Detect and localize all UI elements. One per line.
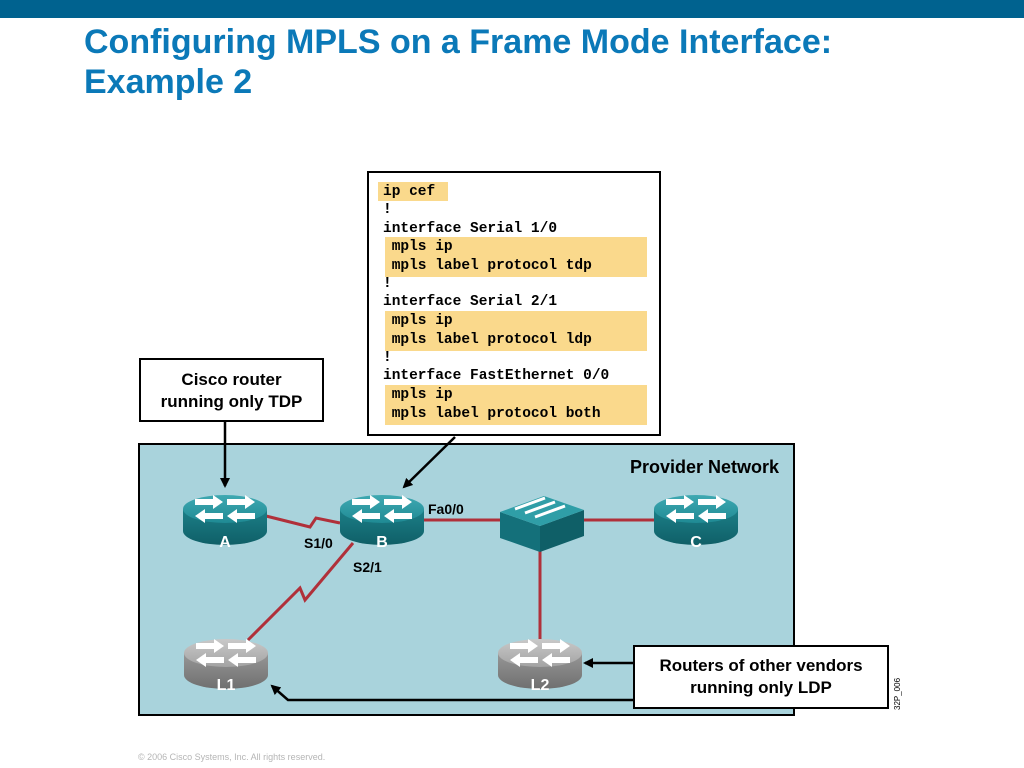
config-line: mpls ip bbox=[383, 313, 453, 329]
switch bbox=[500, 496, 584, 552]
slide-title-line-2: Example 2 bbox=[84, 63, 253, 101]
router-l1-label: L1 bbox=[217, 677, 236, 694]
config-line: mpls label protocol both bbox=[383, 406, 601, 422]
arrow-ldp-to-l1 bbox=[270, 684, 634, 702]
highlight-serial-1-0-block bbox=[385, 237, 647, 277]
highlight-serial-2-1-block bbox=[385, 311, 647, 351]
config-line: interface Serial 1/0 bbox=[383, 221, 558, 237]
router-l2: L2 bbox=[498, 639, 582, 694]
figure-id: 32P_006 bbox=[893, 677, 902, 710]
config-line: ! bbox=[383, 202, 392, 218]
config-line: ! bbox=[383, 350, 392, 366]
link-b-l1 bbox=[246, 542, 355, 642]
config-line: interface Serial 2/1 bbox=[383, 294, 558, 310]
router-a: A bbox=[183, 495, 267, 551]
slide-title: Configuring MPLS on a Frame Mode Interfa… bbox=[84, 22, 832, 102]
config-line: ! bbox=[383, 276, 392, 292]
router-c-label: C bbox=[690, 534, 702, 551]
router-b: B bbox=[340, 495, 424, 551]
interface-label-fa0-0: Fa0/0 bbox=[428, 501, 464, 517]
router-c: C bbox=[654, 495, 738, 551]
callout-ldp-line-1: Routers of other vendors bbox=[659, 656, 863, 675]
config-line: mpls label protocol ldp bbox=[383, 332, 592, 348]
router-l1: L1 bbox=[184, 639, 268, 694]
slide-title-line-1: Configuring MPLS on a Frame Mode Interfa… bbox=[84, 23, 833, 61]
callout-ldp-routers: Routers of other vendors running only LD… bbox=[633, 645, 889, 709]
top-bar bbox=[0, 0, 1024, 18]
highlight-fastethernet-block bbox=[385, 385, 647, 425]
interface-label-s1-0: S1/0 bbox=[304, 535, 333, 551]
router-b-label: B bbox=[376, 534, 388, 551]
callout-tdp-line-2: running only TDP bbox=[160, 392, 303, 411]
config-line: interface FastEthernet 0/0 bbox=[383, 368, 610, 384]
link-a-b bbox=[261, 513, 341, 529]
router-a-label: A bbox=[219, 534, 231, 551]
callout-ldp-line-2: running only LDP bbox=[690, 678, 832, 697]
config-line: mpls label protocol tdp bbox=[383, 258, 592, 274]
callout-tdp-router: Cisco router running only TDP bbox=[139, 358, 324, 422]
copyright-footer: © 2006 Cisco Systems, Inc. All rights re… bbox=[138, 752, 326, 762]
config-line: ip cef bbox=[383, 184, 436, 200]
arrow-config-to-b bbox=[402, 436, 456, 489]
provider-network-label: Provider Network bbox=[630, 457, 780, 477]
router-l2-label: L2 bbox=[531, 677, 550, 694]
highlight-ip-cef bbox=[378, 182, 448, 201]
interface-label-s2-1: S2/1 bbox=[353, 559, 382, 575]
config-line: mpls ip bbox=[383, 239, 453, 255]
config-box: ip cef ! interface Serial 1/0 mpls ip mp… bbox=[367, 171, 661, 436]
callout-tdp-line-1: Cisco router bbox=[181, 370, 282, 389]
config-line: mpls ip bbox=[383, 387, 453, 403]
